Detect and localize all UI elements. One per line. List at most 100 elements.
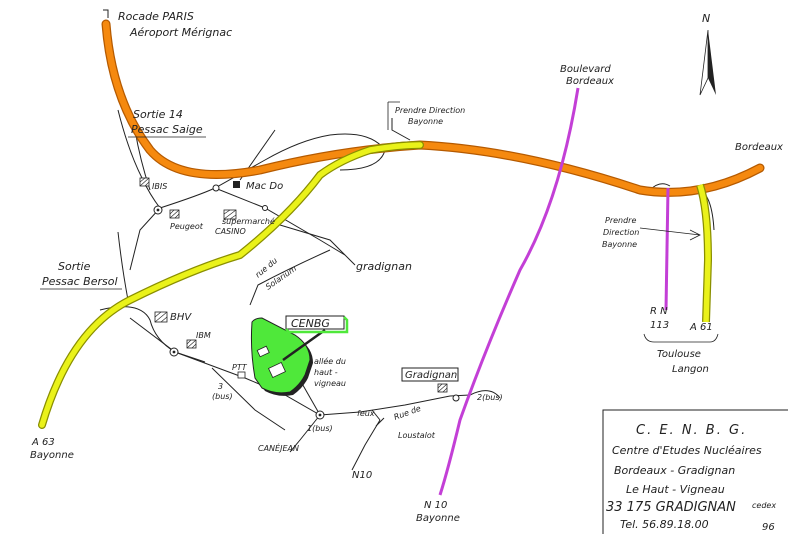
info-card: C. E. N. B. G. Centre d'Etudes Nucléaire… [602, 409, 788, 534]
label-feux: feux [357, 409, 375, 418]
label-prendre-direction-2c: Bayonne [602, 240, 637, 249]
label-bhv: BHV [170, 312, 192, 323]
junctions [153, 184, 460, 420]
peugeot-building [169, 209, 180, 219]
label-n10: N 10 [424, 500, 447, 511]
label-bordeaux: Bordeaux [735, 142, 783, 153]
sortie14-link [159, 134, 331, 209]
label-n10-small: N10 [352, 470, 372, 481]
ibis-building [139, 177, 150, 187]
rn113-road[interactable] [664, 187, 670, 311]
card-cedex: cedex [752, 501, 776, 510]
label-prendre-direction-2a: Prendre [605, 216, 636, 225]
label-supermarche: supermarché [222, 216, 275, 226]
direction-bayonne-1-frame [387, 101, 400, 130]
label-sortie14-a: Sortie 14 [133, 108, 183, 121]
label-sortie14-b: Pessac Saige [131, 123, 203, 136]
label-allee-2: haut - [314, 368, 338, 377]
card-centre: Centre d'Etudes Nucléaires [612, 444, 762, 457]
ibm-building [186, 339, 197, 349]
label-peugeot: Peugeot [170, 222, 204, 231]
label-bus2: 2(bus) [477, 393, 503, 402]
cenbg-label-box [285, 315, 345, 330]
bhv-building [154, 311, 168, 323]
card-bordeaux-gradignan: Bordeaux - Gradignan [614, 464, 735, 477]
cenbg-label-box-shadow [285, 316, 349, 334]
feux-marks [371, 409, 385, 427]
road-to-bayonne-turnoff [469, 390, 501, 399]
rue-loustalot-branch [289, 414, 321, 453]
a61-road[interactable] [697, 184, 711, 323]
label-allee-3: vigneau [314, 379, 346, 388]
road-junction-to-ptt [174, 351, 246, 379]
label-casino: CASINO [215, 227, 246, 236]
label-langon: Langon [672, 364, 709, 375]
cenbg-site[interactable] [250, 315, 349, 396]
label-ptt: PTT [232, 363, 248, 372]
road-ptt-to-canejean [211, 367, 286, 431]
toulouse-bracket [643, 333, 719, 343]
junction-dot [318, 413, 322, 417]
label-gradignan-box: Gradignan [405, 370, 457, 381]
label-canejean: CANÉJEAN [258, 442, 299, 453]
label-n10-bayonne: Bayonne [416, 513, 460, 524]
card-haut-vigneau: Le Haut - Vigneau [626, 483, 725, 496]
label-sortie-bersol-a: Sortie [58, 260, 91, 273]
bersol-road-north [117, 231, 129, 301]
label-rocade-paris: Rocade PARIS [118, 10, 194, 23]
card-tel: Tel. 56.89.18.00 [620, 518, 709, 531]
label-bus1: 1(bus) [307, 424, 333, 433]
label-prendre-direction-2b: Direction [603, 228, 639, 237]
label-rn: R N [650, 306, 668, 317]
label-boulevard-a: Boulevard [560, 64, 611, 75]
label-prendre-direction-1a: Prendre Direction [395, 106, 465, 115]
rue-du-solarium [249, 249, 331, 306]
label-gradignan-road: gradignan [356, 260, 412, 273]
label-a63-bayonne: Bayonne [30, 450, 74, 461]
gradignan-label-box [401, 367, 459, 382]
road-to-gradignan [214, 187, 346, 256]
cenbg-pointer-line [282, 328, 326, 362]
north-top-marker [103, 9, 109, 18]
north-arrow-icon [699, 29, 716, 96]
a63-road[interactable] [39, 142, 423, 428]
road-east-feux [351, 419, 381, 471]
ptt-square-icon [237, 371, 246, 379]
label-north: N [702, 12, 710, 25]
label-rn113: 113 [650, 320, 669, 331]
gradignan-building [437, 383, 448, 393]
road-to-gradignan-far [279, 224, 356, 266]
label-ibm: IBM [196, 331, 211, 340]
label-macdo: Mac Do [246, 181, 283, 192]
macdo-square-icon [233, 181, 240, 188]
label-loustalot: Loustalot [398, 431, 436, 440]
label-boulevard-b: Bordeaux [566, 76, 614, 87]
card-year: 96 [762, 522, 775, 533]
junction-dot [156, 208, 160, 212]
allee-haut-vigneau [299, 379, 321, 416]
road-west-junction [129, 207, 161, 271]
direction-bayonne-pointer [391, 118, 411, 141]
cenbg-building-1 [256, 345, 270, 358]
label-prendre-direction-1b: Bayonne [408, 117, 443, 126]
junction-circle-icon [452, 394, 460, 402]
junction-circle-icon [262, 205, 268, 211]
n10-road[interactable] [438, 87, 580, 496]
junction-dot [172, 350, 176, 354]
cenbg-site-area[interactable] [250, 317, 311, 394]
label-a61: A 61 [689, 322, 713, 333]
label-toulouse: Toulouse [657, 349, 701, 360]
label-sortie-bersol-b: Pessac Bersol [42, 275, 118, 288]
label-ibis: IBIS [152, 182, 167, 191]
label-a63: A 63 [31, 437, 55, 448]
info-card-frame [602, 409, 788, 534]
card-acronym: C. E. N. B. G. [636, 423, 747, 438]
label-bus3-b: (bus) [212, 392, 233, 401]
casino-building [223, 209, 237, 220]
label-cenbg: CENBG [291, 317, 330, 330]
direction-bayonne-2-frame [639, 227, 701, 241]
label-bus3-a: 3 [218, 382, 223, 391]
junction-circle-icon [212, 184, 220, 192]
cenbg-building-2 [268, 361, 286, 379]
